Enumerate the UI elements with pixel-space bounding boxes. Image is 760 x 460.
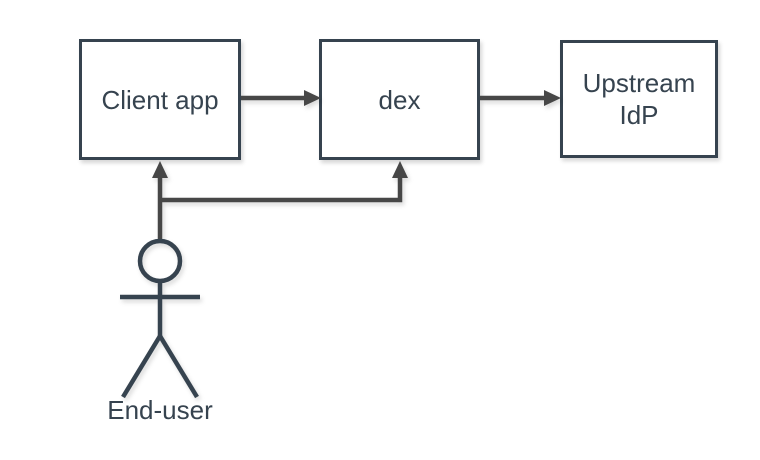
edge-dex-to-upstream-idp-arrow — [480, 90, 561, 106]
node-client-app-label: Client app — [101, 84, 219, 115]
actor-head — [137, 238, 183, 284]
edge-end-user-to-dex-arrow — [160, 161, 408, 203]
node-dex-label: dex — [378, 84, 421, 115]
node-dex: dex — [319, 39, 480, 160]
actor-right-leg — [158, 334, 199, 399]
node-upstream-idp-label: Upstream IdP — [582, 68, 696, 130]
edge-client-app-to-dex-arrow — [241, 90, 321, 106]
node-client-app: Client app — [79, 39, 241, 160]
end-user-label: End-user — [107, 395, 213, 425]
end-user-actor-icon — [120, 238, 200, 399]
edge-end-user-to-client-app-arrow — [152, 161, 168, 240]
node-upstream-idp: Upstream IdP — [560, 40, 718, 158]
actor-left-leg — [121, 334, 162, 399]
